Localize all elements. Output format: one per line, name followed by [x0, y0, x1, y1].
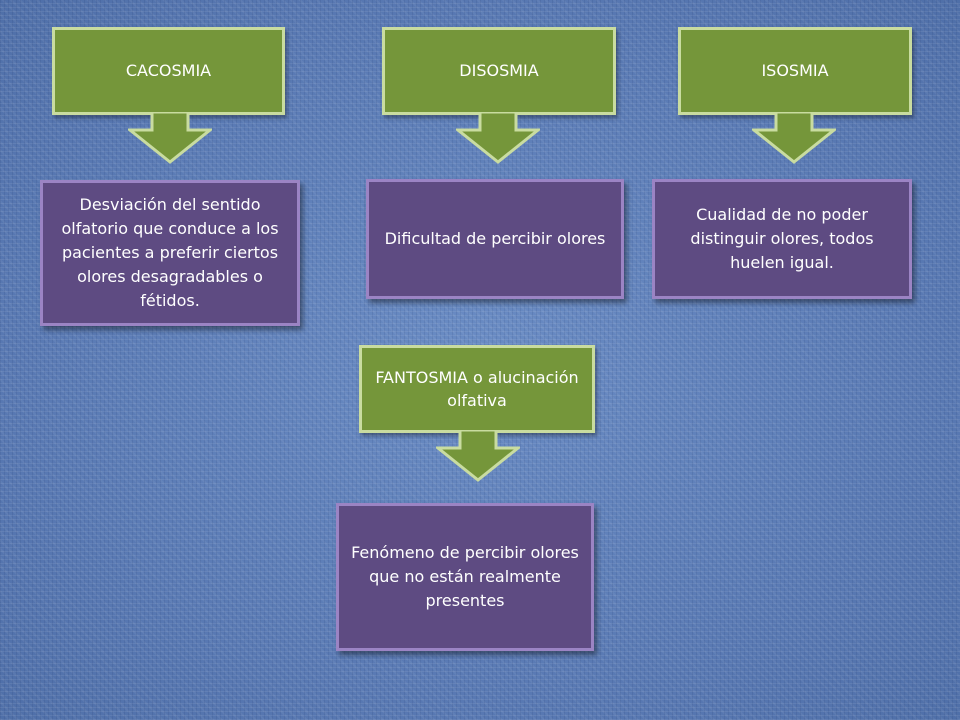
- definition-text-disosmia: Dificultad de percibir olores: [384, 229, 606, 248]
- arrow-isosmia: [752, 112, 836, 164]
- term-box-isosmia: ISOSMIA: [678, 27, 912, 115]
- term-box-fantosmia: FANTOSMIA o alucinación olfativa: [359, 345, 595, 433]
- definition-text-isosmia: Cualidad de no poder distinguir olores, …: [690, 205, 874, 272]
- definition-box-fantosmia: Fenómeno de percibir olores que no están…: [336, 503, 594, 651]
- definition-box-cacosmia: Desviación del sentido olfatorio que con…: [40, 180, 300, 326]
- term-box-disosmia: DISOSMIA: [382, 27, 616, 115]
- arrow-fantosmia: [436, 430, 520, 482]
- arrow-cacosmia: [128, 112, 212, 164]
- term-label-isosmia: ISOSMIA: [761, 61, 829, 81]
- definition-box-isosmia: Cualidad de no poder distinguir olores, …: [652, 179, 912, 299]
- term-label-fantosmia: FANTOSMIA o alucinación olfativa: [375, 367, 579, 410]
- definition-text-fantosmia: Fenómeno de percibir olores que no están…: [351, 543, 579, 610]
- term-label-disosmia: DISOSMIA: [459, 61, 539, 81]
- definition-box-disosmia: Dificultad de percibir olores: [366, 179, 624, 299]
- term-label-cacosmia: CACOSMIA: [125, 61, 212, 81]
- definition-text-cacosmia: Desviación del sentido olfatorio que con…: [61, 195, 279, 310]
- term-box-cacosmia: CACOSMIA: [52, 27, 285, 115]
- arrow-disosmia: [456, 112, 540, 164]
